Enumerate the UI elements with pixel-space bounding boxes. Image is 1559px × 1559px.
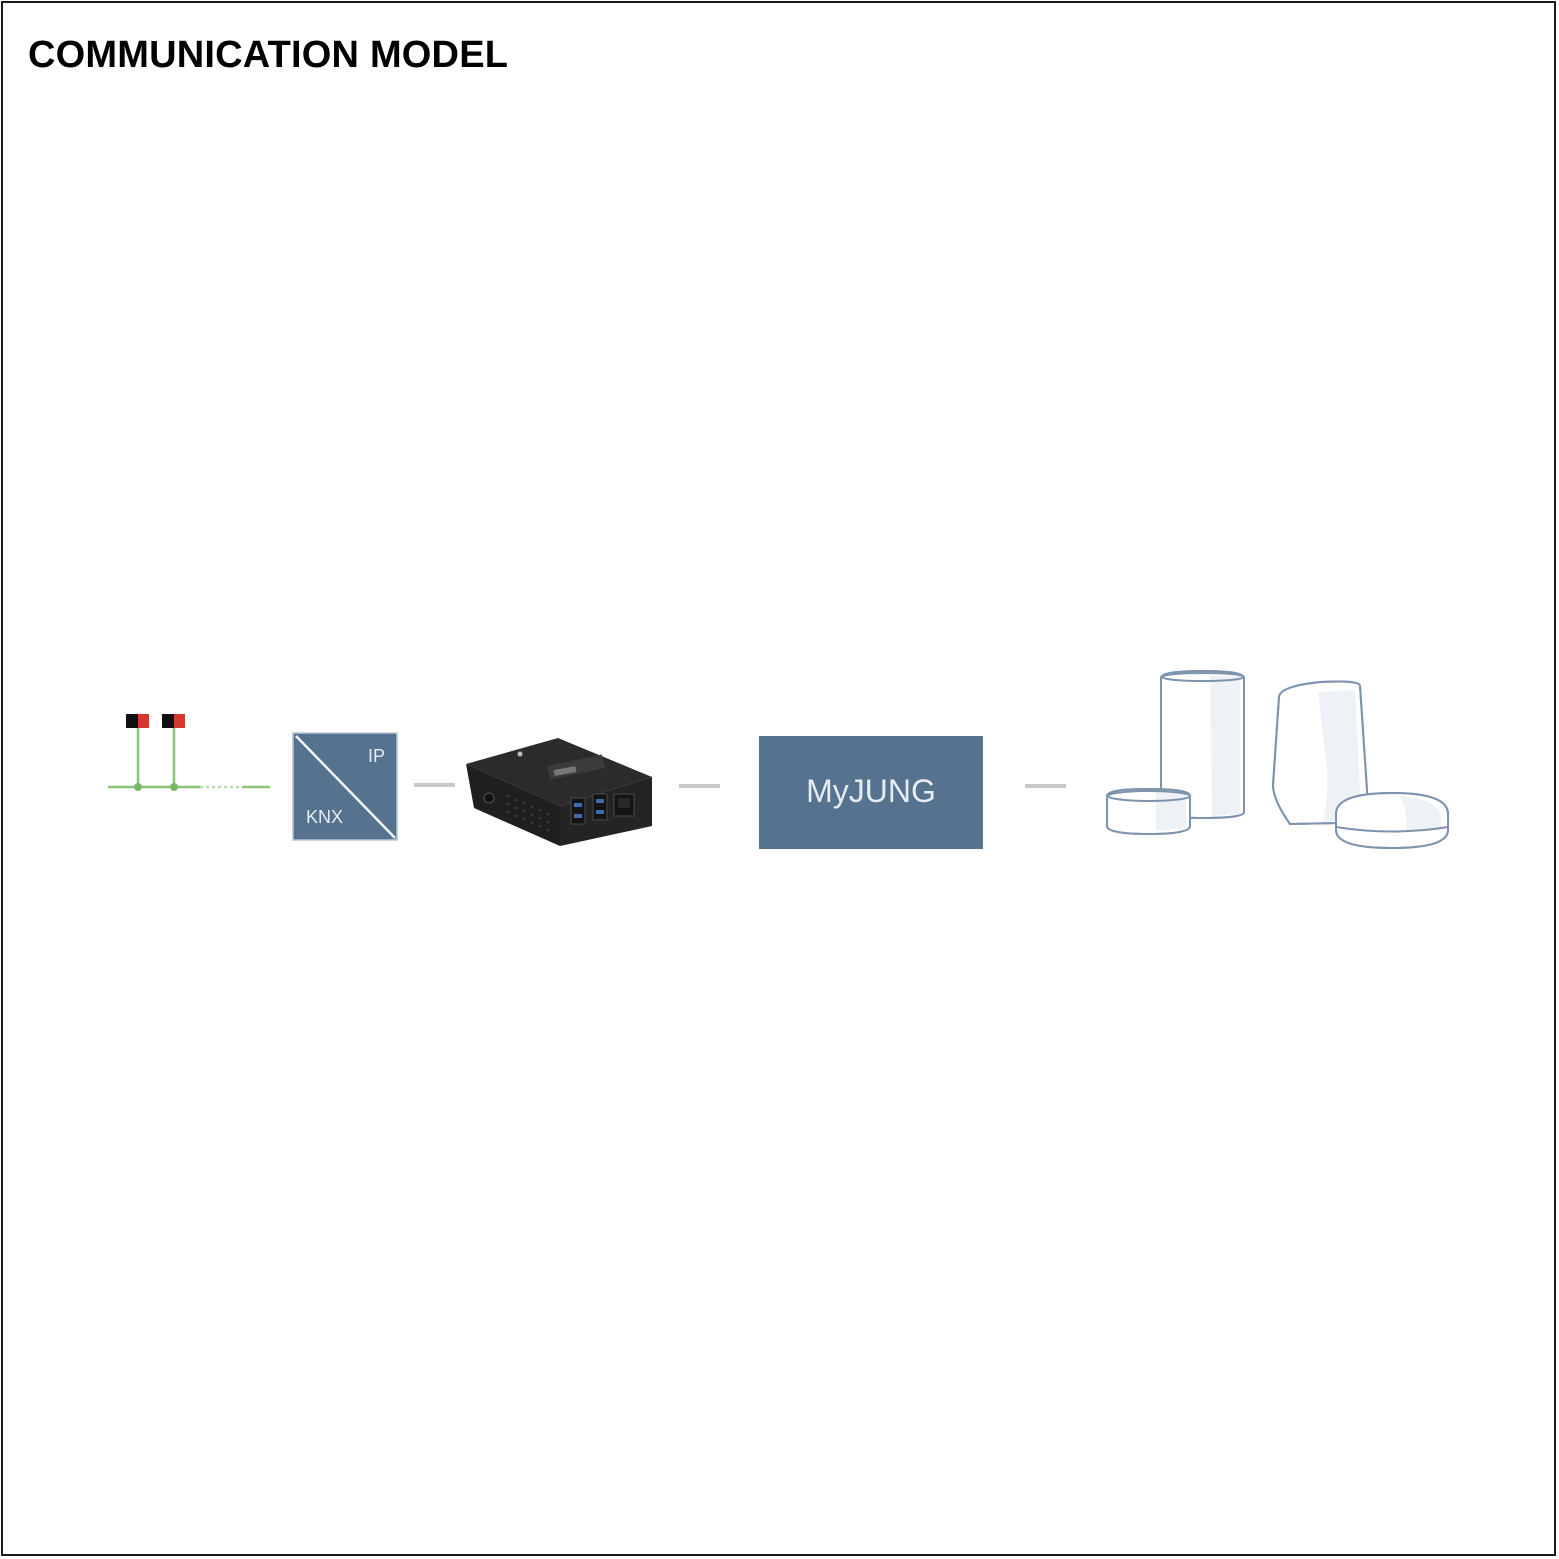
- ip-knx-gateway-icon: IP KNX: [292, 732, 398, 841]
- myjung-cloud-box: MyJUNG: [759, 736, 983, 849]
- bus-device-1: [126, 714, 149, 728]
- vase-speaker-icon: [1271, 680, 1369, 826]
- hub-speaker-icon: [1335, 791, 1449, 850]
- gateway-label-ip: IP: [368, 746, 385, 766]
- knx-bus-icon: [108, 714, 270, 791]
- tall-speaker-icon: [1160, 669, 1245, 820]
- bus-device-2: [162, 714, 185, 728]
- page-title: COMMUNICATION MODEL: [28, 34, 509, 76]
- smart-speakers-icon: [1106, 669, 1449, 850]
- gateway-label-knx: KNX: [306, 807, 343, 827]
- myjung-label: MyJUNG: [806, 773, 936, 809]
- small-speaker-icon: [1106, 787, 1191, 836]
- gateway-hardware-icon: [466, 738, 652, 846]
